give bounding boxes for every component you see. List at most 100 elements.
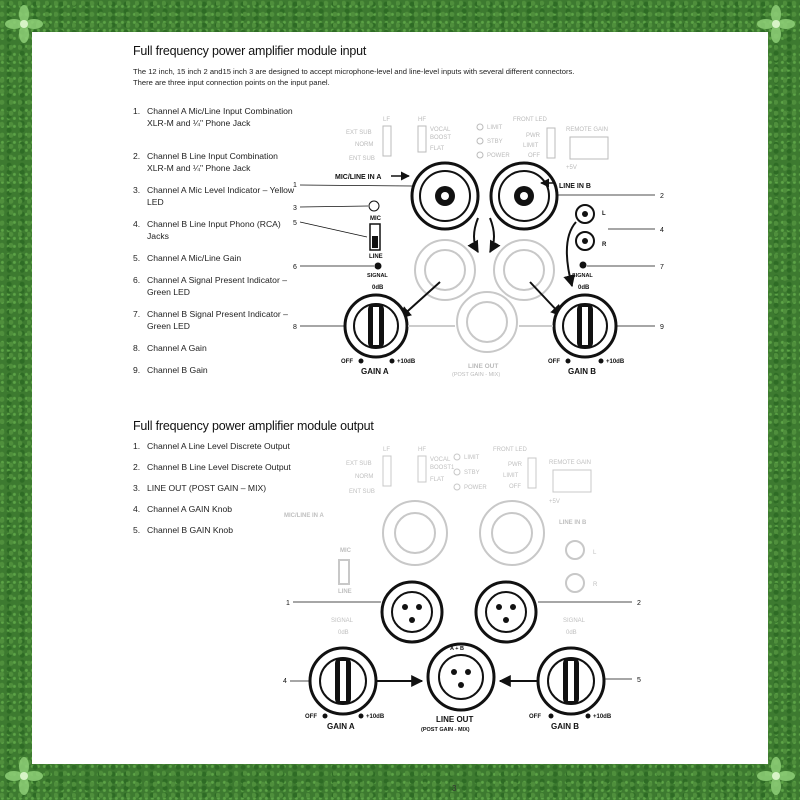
list-item: 1.Channel A Line Level Discrete Output xyxy=(133,441,290,451)
output-ghost-shapes xyxy=(338,500,585,593)
list-item: 7.Channel B Signal Present Indicator – G… xyxy=(133,309,288,331)
gain-a-label: GAIN A xyxy=(361,367,389,376)
out-gain-b-plus10: +10dB xyxy=(593,714,612,720)
zero-db-b: 0dB xyxy=(578,285,590,291)
gain-b-plus10: +10dB xyxy=(606,359,625,365)
lf-label: LF xyxy=(383,447,390,453)
gain-a-knob[interactable] xyxy=(343,293,409,359)
power-led xyxy=(476,151,484,159)
mic-label: MIC xyxy=(370,216,382,222)
hf-label: HF xyxy=(418,447,426,453)
line-out-ghost: LINE OUT xyxy=(468,363,498,370)
output-section-title: Full frequency power amplifier module ou… xyxy=(133,419,374,433)
callout-9: 9 xyxy=(660,324,664,331)
mic-line-in-a-ghost: MIC/LINE IN A xyxy=(284,513,324,519)
list-item: 1.Channel A Mic/Line Input Combination X… xyxy=(133,106,293,128)
line-in-b-label: LINE IN B xyxy=(559,183,591,190)
stby-label: STBY xyxy=(487,139,503,145)
lf-label: LF xyxy=(383,117,390,123)
rca-jacks[interactable] xyxy=(575,204,595,251)
front-led-label: FRONT LED xyxy=(493,447,528,453)
boost-label: BOOST xyxy=(430,135,451,141)
ext-sub-label: EXT SUB xyxy=(346,130,372,136)
callout-8: 8 xyxy=(293,324,297,331)
stby-led xyxy=(476,137,484,145)
mic-level-led xyxy=(368,200,380,212)
corner-ornament-icon xyxy=(4,756,44,796)
line-out-label: LINE OUT xyxy=(436,715,473,724)
xlr-out-a[interactable] xyxy=(380,580,444,644)
vocal-label: VOCAL xyxy=(430,457,451,463)
gain-b-knob-out[interactable] xyxy=(536,646,606,716)
pwr-label: PWR xyxy=(508,462,523,468)
off-label: OFF xyxy=(509,484,521,490)
xlr-out-b[interactable] xyxy=(474,580,538,644)
page-number: 3 xyxy=(452,784,457,793)
pwr-label: PWR xyxy=(526,133,541,139)
remote-gain-terminal[interactable] xyxy=(569,136,609,160)
callout-3: 3 xyxy=(293,205,297,212)
gain-a-off: OFF xyxy=(341,359,353,365)
out-callout-1: 1 xyxy=(286,600,290,607)
signal-ghost-b: SIGNAL xyxy=(563,618,586,624)
post-gain-mix-label: (POST GAIN - MIX) xyxy=(421,727,470,733)
off-label: OFF xyxy=(528,153,540,159)
front-led-label: FRONT LED xyxy=(513,117,548,123)
line-ghost: LINE xyxy=(338,589,352,595)
mic-line-in-a-label: MIC/LINE IN A xyxy=(335,174,381,181)
intro-line: The 12 inch, 15 inch 2 and15 inch 3 are … xyxy=(133,67,575,76)
list-item: 9.Channel B Gain xyxy=(133,365,208,375)
remote-gain-terminal xyxy=(552,469,592,493)
hf-label: HF xyxy=(418,117,426,123)
out-gain-b-off: OFF xyxy=(529,714,541,720)
out-callout-5: 5 xyxy=(637,677,641,684)
lf-switch[interactable] xyxy=(382,125,392,157)
ext-sub-label: EXT SUB xyxy=(346,461,372,467)
zero-db-a: 0dB xyxy=(372,285,384,291)
zero-db-ghost-a: 0dB xyxy=(338,630,349,636)
ab-label: A + B xyxy=(450,646,464,652)
hf-switch[interactable] xyxy=(417,125,427,153)
list-item: 5.Channel A Mic/Line Gain xyxy=(133,253,242,263)
signal-ghost-a: SIGNAL xyxy=(331,618,354,624)
list-item: 4.Channel A GAIN Knob xyxy=(133,504,233,514)
callout-5: 5 xyxy=(293,220,297,227)
callout-4: 4 xyxy=(660,227,664,234)
combo-jack-a[interactable] xyxy=(410,161,480,231)
limit-label: LIMIT xyxy=(487,125,503,131)
line-label: LINE xyxy=(369,254,383,260)
signal-label-b: SIGNAL xyxy=(572,273,593,279)
list-item: 6.Channel A Signal Present Indicator – G… xyxy=(133,275,287,297)
combo-jack-b[interactable] xyxy=(489,161,559,231)
gain-b-off: OFF xyxy=(548,359,560,365)
list-item: 8.Channel A Gain xyxy=(133,343,207,353)
document-page xyxy=(32,32,768,764)
gain-a-knob-out[interactable] xyxy=(308,646,378,716)
rca-l-label: L xyxy=(602,211,606,217)
hf-switch xyxy=(417,455,427,483)
limit2-label: LIMIT xyxy=(503,473,519,479)
plus5v-label: +5V xyxy=(566,165,577,171)
zero-db-ghost-b: 0dB xyxy=(566,630,577,636)
xlr-line-out[interactable] xyxy=(426,642,496,712)
input-section-title: Full frequency power amplifier module in… xyxy=(133,44,367,58)
remote-gain-label: REMOTE GAIN xyxy=(549,460,591,466)
post-gain-ghost: (POST GAIN - MIX) xyxy=(452,372,500,378)
rca-l-ghost: L xyxy=(593,550,597,556)
list-item: 4.Channel B Line Input Phono (RCA) Jacks xyxy=(133,219,281,241)
front-led-switch xyxy=(527,457,537,489)
power-label: POWER xyxy=(487,153,510,159)
norm-label: NORM xyxy=(355,474,373,480)
list-item: 2.Channel B Line Level Discrete Output xyxy=(133,462,291,472)
callout-2: 2 xyxy=(660,193,664,200)
gain-b-knob[interactable] xyxy=(552,293,618,359)
out-callout-4: 4 xyxy=(283,678,287,685)
limit-led xyxy=(476,123,484,131)
ent-sub-label: ENT SUB xyxy=(349,489,375,495)
ent-sub-label: ENT SUB xyxy=(349,156,375,162)
front-led-switch[interactable] xyxy=(546,127,556,159)
corner-ornament-icon xyxy=(756,4,796,44)
out-gain-a-plus10: +10dB xyxy=(366,714,385,720)
list-item: 2.Channel B Line Input Combination XLR-M… xyxy=(133,151,278,173)
